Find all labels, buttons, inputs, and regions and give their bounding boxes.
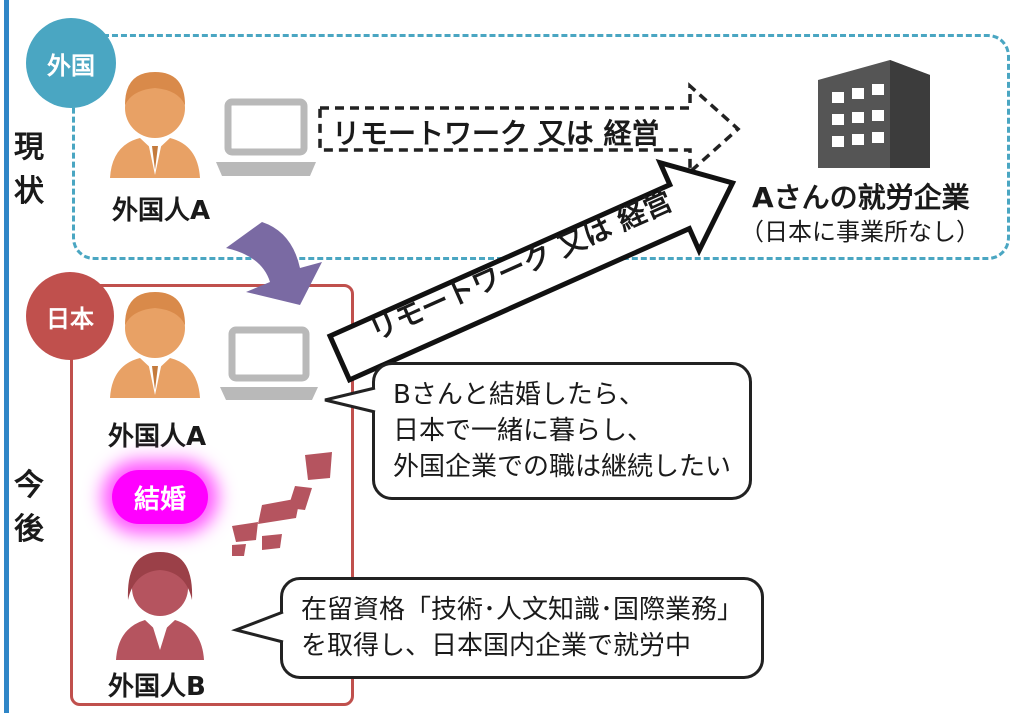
company-note: （日本に事業所なし）: [740, 218, 980, 246]
person-a-bottom-label: 外国人A: [108, 422, 207, 452]
person-b-icon: [116, 552, 204, 660]
speech-bubble-a: Bさんと結婚したら、 日本で一緒に暮らし、 外国企業での職は継続したい: [372, 362, 753, 500]
person-a-top-label: 外国人A: [112, 196, 211, 226]
bubble-b-line-1: 在留資格「技術･人文知識･国際業務」: [301, 595, 744, 625]
move-arrow-icon: [226, 222, 322, 305]
future-label: 今 後: [14, 464, 44, 552]
current-label-char-2: 状: [14, 174, 44, 209]
building-icon: [818, 60, 930, 168]
japan-map-icon: [232, 452, 332, 556]
laptop-bottom-icon: [220, 326, 318, 400]
speech-bubble-b: 在留資格「技術･人文知識･国際業務」 を取得し、日本国内企業で就労中: [280, 577, 765, 679]
left-rule: [4, 0, 9, 713]
bubble-a-line-3: 外国企業での職は継続したい: [393, 452, 732, 482]
company-title: Aさんの就労企業: [752, 181, 970, 214]
future-label-char-2: 後: [14, 512, 44, 547]
top-arrow-text: リモートワーク 又は 経営: [332, 117, 660, 150]
diagonal-arrow: [326, 158, 737, 384]
japan-badge: 日本: [26, 272, 114, 360]
japan-panel: [70, 284, 354, 706]
bubble-a-line-1: Bさんと結婚したら、: [393, 380, 645, 410]
overseas-badge: 外国: [26, 18, 116, 108]
current-label-char-1: 現: [14, 130, 44, 165]
marriage-label: 結婚: [133, 484, 186, 515]
person-a-top-icon: [110, 72, 200, 178]
laptop-top-icon: [216, 98, 316, 176]
person-b-label: 外国人B: [108, 672, 206, 702]
top-dashed-arrow: [318, 82, 741, 176]
marriage-badge: 結婚: [112, 470, 208, 524]
bubble-b-line-2: を取得し、日本国内企業で就労中: [301, 631, 692, 661]
person-a-bottom-icon: [110, 292, 200, 398]
current-status-label: 現 状: [14, 126, 44, 214]
future-label-char-1: 今: [14, 468, 44, 503]
bubble-a-line-2: 日本で一緒に暮らし、: [393, 416, 654, 446]
